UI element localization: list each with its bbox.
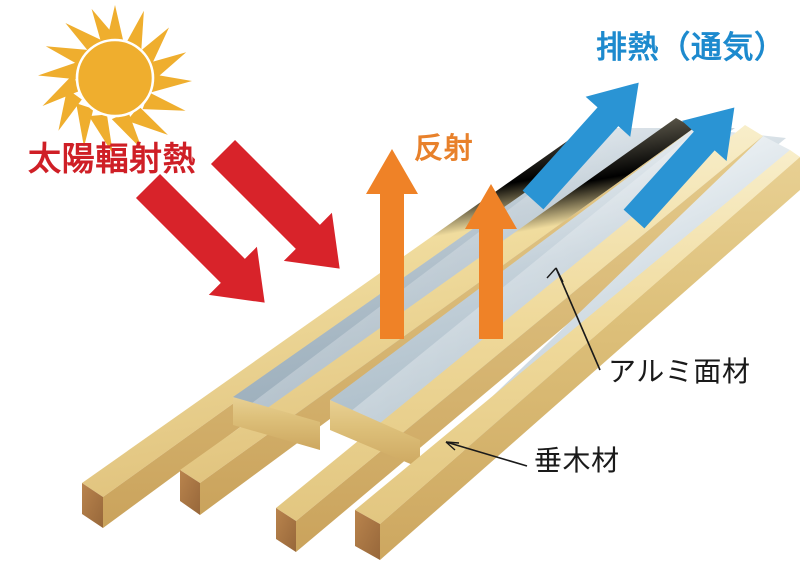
orange-up-arrow-icon	[366, 149, 418, 339]
blue-up-right-arrow-icon	[522, 82, 639, 210]
solar-arrow-group	[135, 139, 340, 303]
label-exhaust-heat: 排熱（通気）	[596, 30, 786, 65]
exhaust-arrow-group	[522, 82, 735, 229]
orange-up-arrow-icon	[465, 184, 517, 339]
label-reflection: 反射	[414, 133, 474, 165]
label-aluminum-panel: アルミ面材	[608, 356, 751, 387]
label-rafter: 垂木材	[534, 445, 620, 476]
rafter-near	[355, 150, 800, 560]
reflect-arrow-group	[366, 149, 517, 339]
label-solar-radiation: 太陽輻射熱	[28, 140, 197, 177]
sun-icon	[38, 5, 192, 154]
red-down-right-arrow-icon	[210, 139, 340, 269]
red-down-right-arrow-icon	[135, 173, 265, 303]
blue-up-right-arrow-icon	[623, 107, 735, 229]
leader-line-rafter-icon	[445, 441, 528, 467]
leader-line-alumi-icon	[546, 267, 601, 371]
